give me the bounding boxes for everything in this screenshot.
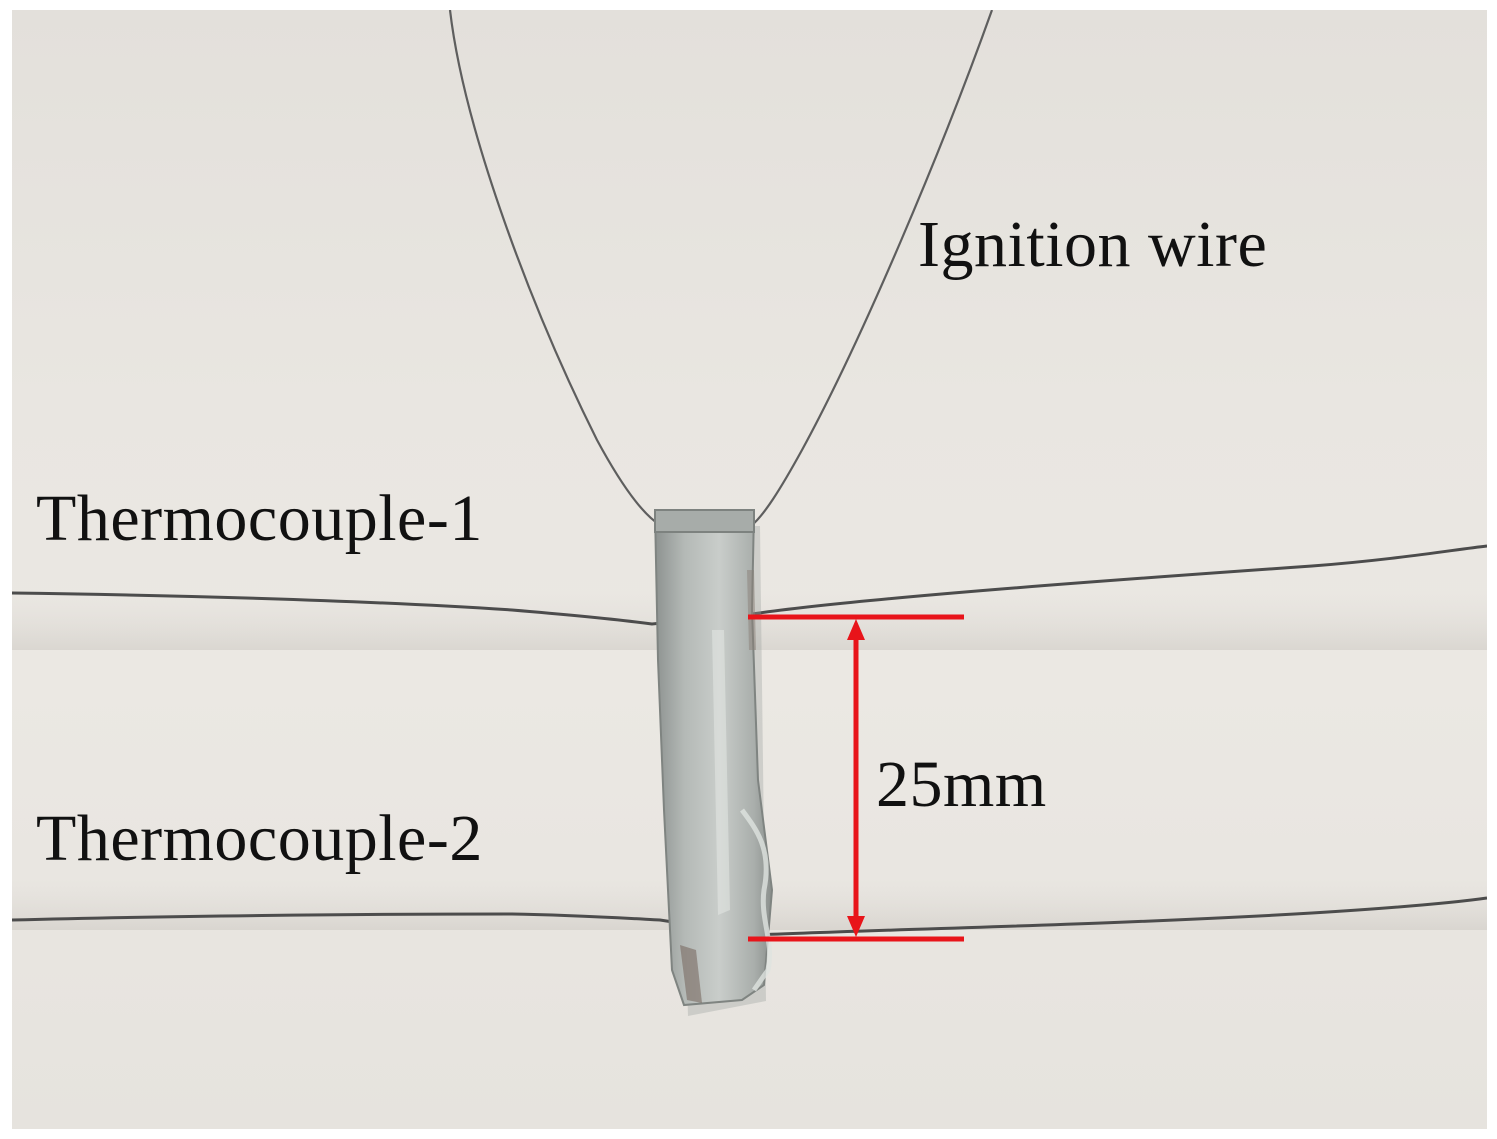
thermocouple-1-label: Thermocouple-1: [36, 482, 483, 555]
experiment-photo: [12, 10, 1487, 1129]
sample-highlight: [712, 630, 730, 915]
thermocouple-2-label: Thermocouple-2: [36, 802, 483, 875]
dimension-arrow-down: [847, 916, 865, 937]
dimension-label: 25mm: [876, 748, 1047, 821]
ignition-wire-left: [448, 10, 661, 526]
photo-drawing: [12, 10, 1487, 1016]
ignition-wire-label: Ignition wire: [918, 208, 1268, 281]
ignition-wire-right: [751, 10, 994, 526]
sample-char-mark: [680, 945, 702, 1003]
sample-melt-edge: [739, 808, 773, 992]
sample-char-mark: [747, 570, 756, 650]
dimension-arrow-up: [847, 619, 865, 640]
sample-top-face: [654, 509, 755, 533]
